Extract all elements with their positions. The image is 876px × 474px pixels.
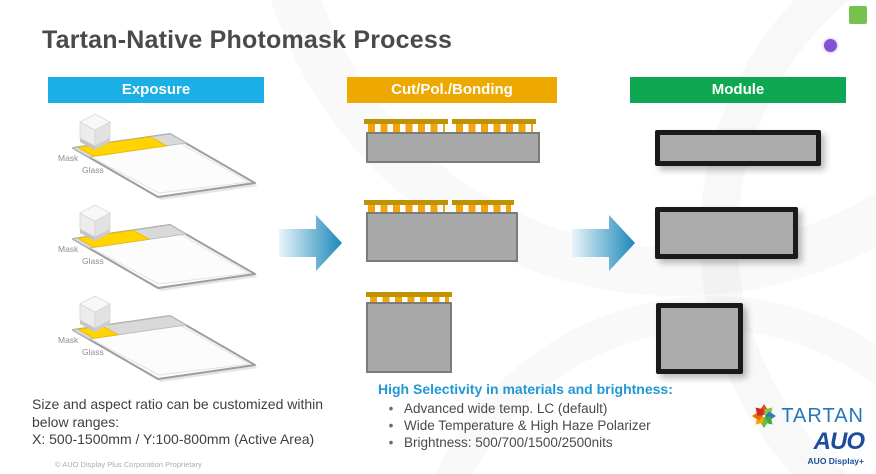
module-display-panel-3 [656,303,743,374]
bullet-text: Advanced wide temp. LC (default) [404,401,608,416]
module-display-panel-2 [655,207,798,259]
tartan-wordmark: TARTAN [781,404,864,427]
glass-sheet-icon [71,113,258,200]
exposure-diagram-2: Mask Glass [45,197,275,292]
mask-label: Mask [58,335,79,345]
bonding-comb-icon [452,200,514,213]
column-header-cut-pol-bonding: Cut/Pol./Bonding [347,77,557,103]
auo-tagline: AUO Display+ [807,456,864,466]
bonding-comb-icon [364,200,448,213]
column-header-module: Module [630,77,846,103]
comb-teeth [456,205,511,213]
size-note-line: Size and aspect ratio can be customized … [32,396,324,412]
page-title: Tartan-Native Photomask Process [42,26,453,54]
bonding-comb-icon [366,292,452,305]
process-arrow-icon [572,215,635,271]
purple-dot-decoration [824,39,837,52]
tartan-auo-logo: TARTAN AUO AUO Display+ [732,403,865,466]
bonding-comb-icon [364,119,448,132]
comb-teeth [456,124,533,132]
bullet-icon: • [388,401,394,416]
bonding-comb-icon [452,119,536,132]
glass-label: Glass [82,256,104,266]
comb-teeth [370,297,449,305]
mask-cube-icon [79,295,111,332]
comb-bar [364,200,448,205]
comb-bar [452,119,536,124]
exposure-diagram-1: Mask Glass [45,106,275,201]
comb-bar [366,292,452,297]
process-arrow-icon [279,215,342,271]
green-square-decoration [849,6,867,24]
mask-label: Mask [58,153,79,163]
selectivity-bullet: • Advanced wide temp. LC (default) [378,400,708,417]
mask-cube-icon [79,113,111,150]
mask-label: Mask [58,244,79,254]
size-note: Size and aspect ratio can be customized … [32,396,372,449]
bullet-icon: • [388,418,394,433]
auo-wordmark: AUO [813,428,865,455]
comb-teeth [368,124,445,132]
comb-teeth [368,205,445,213]
comb-bar [364,119,448,124]
glass-label: Glass [82,165,104,175]
glass-panel-1 [366,132,540,163]
selectivity-bullet: • Brightness: 500/700/1500/2500nits [378,434,708,451]
glass-panel-3 [366,302,452,373]
column-header-exposure: Exposure [48,77,264,103]
tartan-pinwheel-icon [752,404,777,428]
mask-cube-icon [79,204,111,241]
selectivity-heading: High Selectivity in materials and bright… [378,381,673,397]
selectivity-notes: High Selectivity in materials and bright… [378,381,708,451]
glass-panel-2 [366,212,518,262]
footer-copyright: © AUO Display Plus Corporation Proprieta… [55,460,202,469]
glass-sheet-icon [71,295,258,382]
selectivity-bullet: • Wide Temperature & High Haze Polarizer [378,417,708,434]
exposure-diagram-3: Mask Glass [45,288,275,383]
bullet-text: Wide Temperature & High Haze Polarizer [404,418,651,433]
glass-sheet-icon [71,204,258,291]
glass-label: Glass [82,347,104,357]
size-note-line: below ranges: [32,413,120,430]
bullet-text: Brightness: 500/700/1500/2500nits [404,435,613,450]
size-note-line: X: 500-1500mm / Y:100-800mm (Active Area… [32,431,315,447]
module-display-panel-1 [655,130,821,166]
bullet-icon: • [388,435,394,450]
comb-bar [452,200,514,205]
